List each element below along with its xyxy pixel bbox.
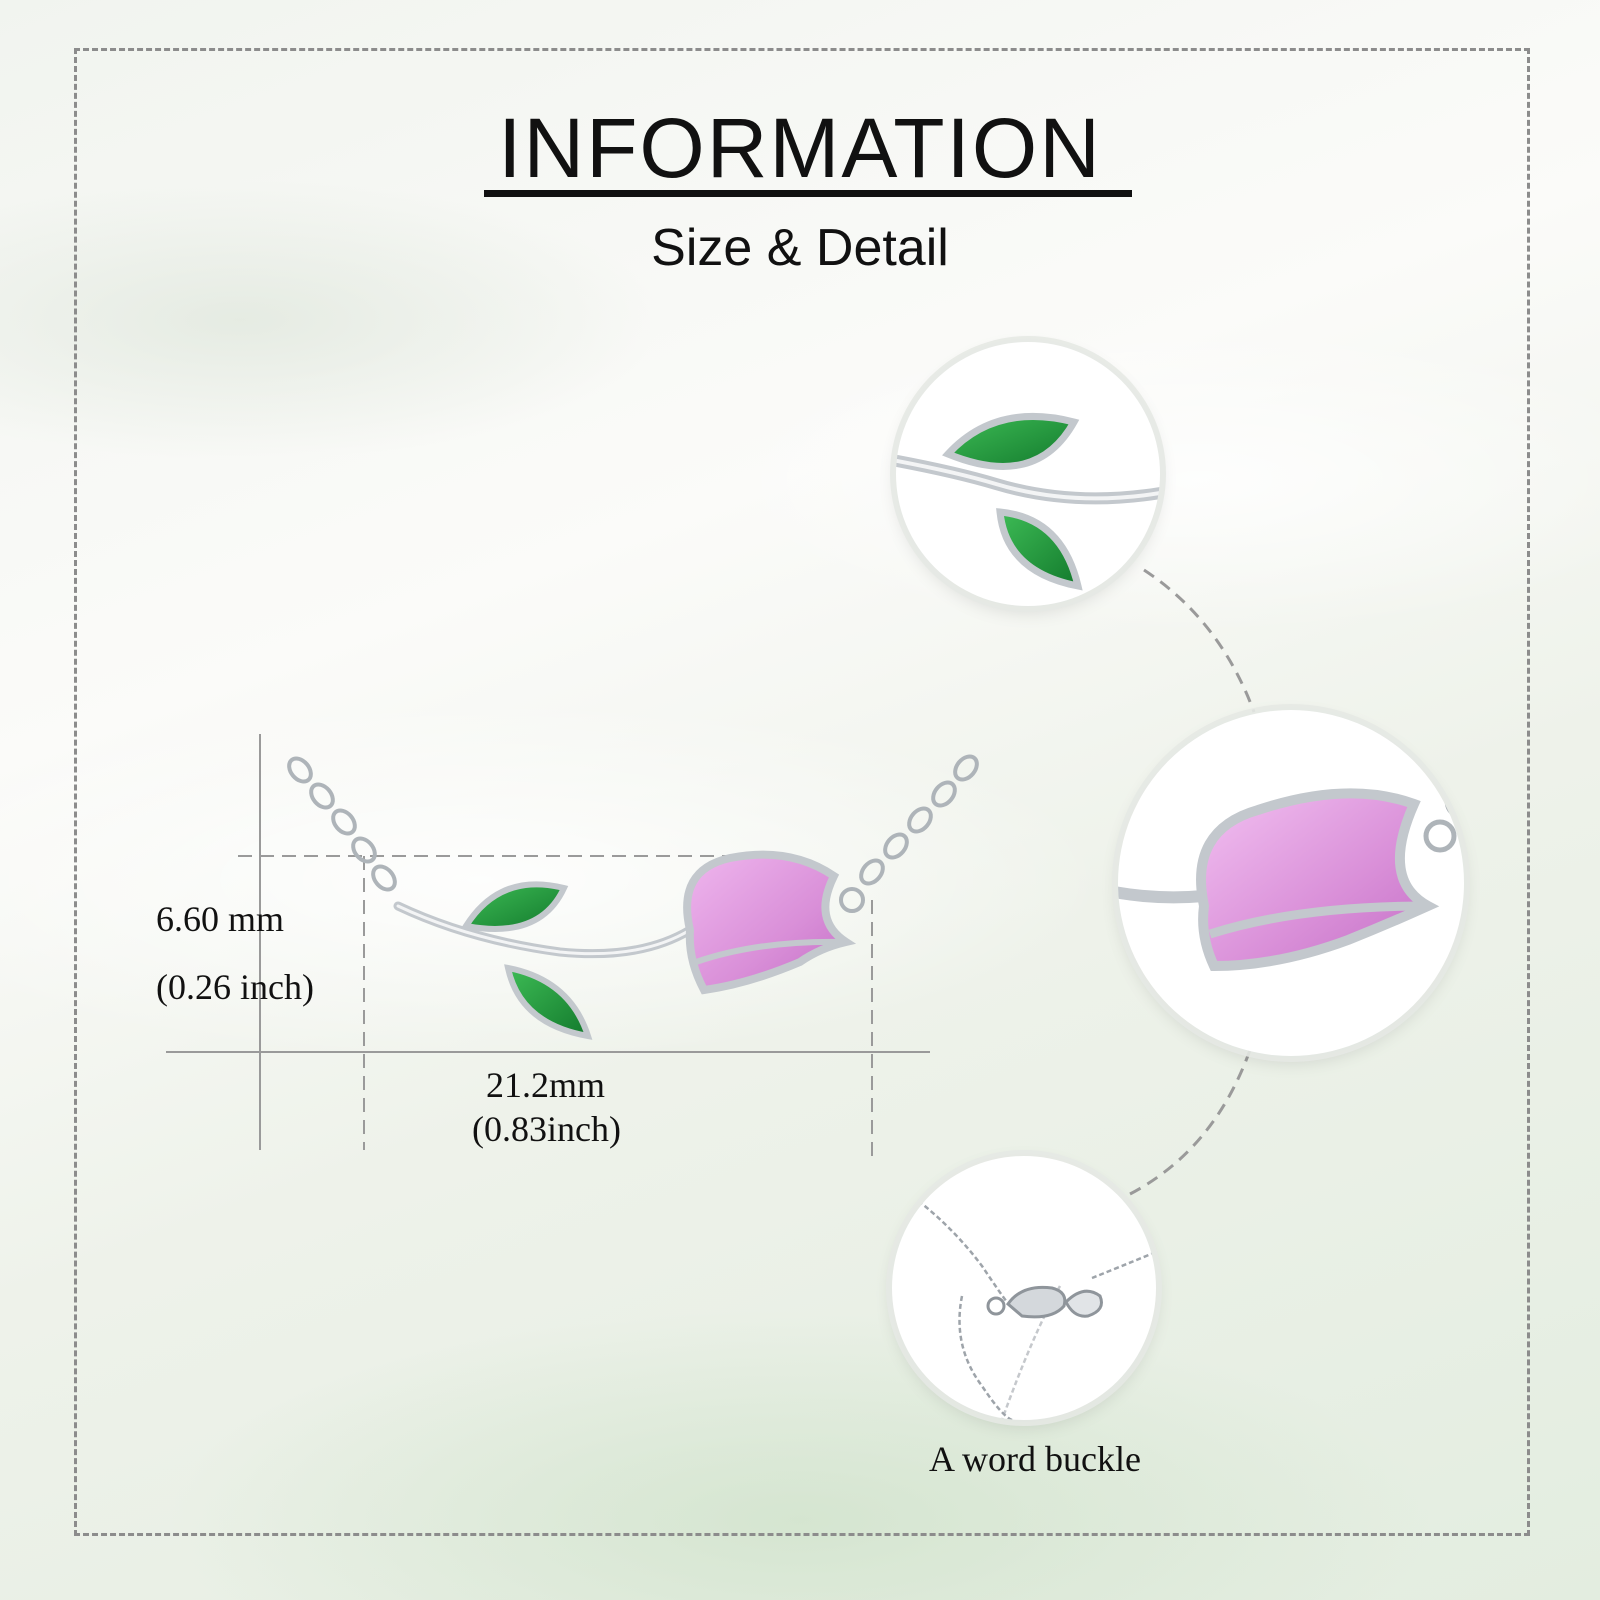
page-title: INFORMATION	[498, 101, 1102, 195]
page-subtitle: Size & Detail	[651, 219, 949, 277]
clasp-detail-image	[911, 1195, 1156, 1420]
clasp-caption: A word buckle	[929, 1439, 1141, 1479]
detail-circle-tulip	[1118, 710, 1464, 1056]
detail-circle-leaves	[896, 342, 1160, 606]
width-inch-label: (0.83inch)	[472, 1109, 621, 1149]
pendant-leaf-upper	[461, 881, 569, 932]
necklace-chain	[287, 754, 979, 913]
measurement-guides	[166, 734, 930, 1158]
height-mm-label: 6.60 mm	[156, 899, 285, 939]
tulip-detail-image	[1118, 783, 1464, 972]
dashed-frame	[74, 48, 1530, 1536]
clasp-chain	[911, 1195, 1156, 1420]
title-underline	[484, 190, 1132, 197]
width-mm-label: 21.2mm	[486, 1065, 606, 1105]
pendant-leaf-lower	[504, 964, 593, 1040]
height-inch-label: (0.26 inch)	[156, 967, 314, 1007]
detail-circle-clasp	[892, 1156, 1156, 1420]
leaf-detail-image	[896, 413, 1160, 591]
